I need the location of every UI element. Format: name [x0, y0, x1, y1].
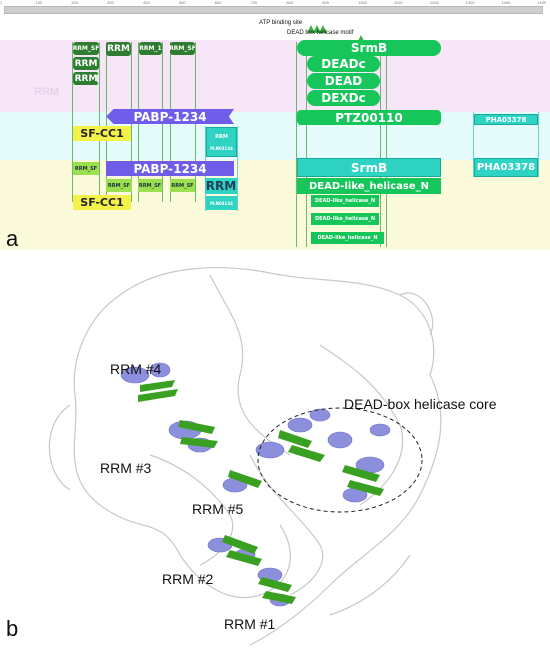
domain-rrm-small-sub: PLN03134	[210, 145, 233, 151]
domain-dead-like-helicase[interactable]: DEAD-like_helicase_N	[311, 232, 384, 244]
guide-line	[106, 42, 107, 202]
guide-line	[473, 112, 474, 177]
ruler-tick-label: 1200	[429, 0, 439, 5]
ruler-tick-label: 800	[286, 0, 294, 5]
domain-ptz00110[interactable]: PTZ00110	[297, 110, 441, 125]
dead-box-motif-label: DEAD box helicase motif	[287, 30, 354, 36]
guide-line	[386, 42, 387, 247]
domain-srmb[interactable]: SrmB	[297, 158, 441, 177]
ruler-tick-label: 300	[107, 0, 114, 5]
ruler-tick-label: 400	[143, 0, 150, 5]
guide-line	[72, 42, 73, 202]
label-rrm-3: RRM #3	[100, 460, 152, 476]
atp-binding-site-label: ATP binding site	[259, 20, 303, 26]
domain-pabp-1234[interactable]: PABP-1234	[106, 109, 234, 124]
ruler-tick-label: 1499	[537, 0, 546, 5]
faded-track-label: RRM	[34, 86, 60, 98]
domain-rrm[interactable]: RRM	[106, 42, 131, 56]
ruler-tick-label: 600	[214, 0, 222, 5]
label-rrm-1: RRM #1	[224, 616, 276, 632]
ruler-tick-label: 700	[250, 0, 258, 5]
domain-dead-like-helicase[interactable]: DEAD-like_helicase_N	[311, 195, 379, 207]
panel-label-a: a	[6, 226, 19, 251]
domain-pha03378[interactable]: PHA03378	[474, 114, 538, 125]
ruler-tick-label: 200	[71, 0, 79, 5]
domain-rrm-sf[interactable]: RRM_SF	[106, 179, 132, 192]
ruler-tick-label: 1	[0, 0, 3, 5]
dead-box-motif-marker	[357, 30, 365, 43]
domain-rrm-small-label: RRM	[215, 133, 228, 140]
domain-rrm[interactable]: RRM	[73, 72, 99, 85]
sequence-ruler	[4, 6, 543, 14]
domain-pha03378[interactable]: PHA03378	[474, 158, 538, 177]
domain-sf-cc1[interactable]: SF-CC1	[73, 126, 131, 141]
guide-line	[296, 42, 297, 247]
guide-line	[99, 42, 100, 202]
domain-pln03134[interactable]: PLN03134	[206, 196, 237, 210]
label-rrm-5: RRM #5	[192, 501, 244, 517]
structure-panel: RRM #4 RRM #3 RRM #5 RRM #2 RRM #1 DEAD-…	[0, 255, 550, 659]
guide-line	[306, 42, 307, 247]
domain-rrm[interactable]: RRM	[205, 178, 237, 194]
domain-rrm-sf[interactable]: RRM_SF	[73, 162, 99, 175]
atp-site-marker	[307, 20, 327, 33]
domain-rrm-sf[interactable]: RRM_SF	[170, 179, 195, 192]
label-dead-box-helicase-core: DEAD-box helicase core	[344, 396, 497, 412]
guide-line	[538, 112, 539, 177]
domain-dexdc[interactable]: DEXDc	[307, 90, 380, 106]
domain-dead-like-helicase[interactable]: DEAD-like_helicase_N	[297, 178, 441, 194]
domain-rrm[interactable]: RRM	[73, 57, 99, 70]
guide-line	[237, 126, 238, 211]
label-rrm-4: RRM #4	[110, 361, 162, 377]
domain-rrm-sf[interactable]: RRM_SF	[73, 42, 99, 55]
ruler-tick-label: 500	[178, 0, 186, 5]
protein-structure-illustration	[48, 267, 442, 646]
guide-line	[380, 42, 381, 247]
domain-rrm-sf[interactable]: RRM_SF	[170, 42, 195, 55]
domain-sf-cc1[interactable]: SF-CC1	[73, 195, 131, 210]
domain-pabp-1234[interactable]: PABP-1234	[106, 161, 234, 176]
domain-dead[interactable]: DEAD	[307, 73, 380, 89]
domain-srmb[interactable]: SrmB	[297, 40, 441, 56]
domain-rrm-small[interactable]: RRM PLN03134	[206, 127, 237, 157]
ruler-tick-label: 1000	[358, 0, 368, 5]
domain-dead-like-helicase[interactable]: DEAD-like_helicase_N	[311, 213, 379, 225]
panel-label-b: b	[6, 616, 19, 641]
ruler-tick-label: 900	[322, 0, 329, 5]
ruler-tick-label: 1100	[393, 0, 403, 5]
ruler-tick-label: 1300	[465, 0, 475, 5]
label-rrm-2: RRM #2	[162, 571, 214, 587]
domain-deadc[interactable]: DEADc	[307, 56, 380, 72]
domain-rrm-sf[interactable]: RRM_SF	[138, 179, 162, 192]
ruler-tick-label: 100	[35, 0, 43, 5]
helicase-core-outline	[257, 407, 423, 513]
domain-rrm-1[interactable]: RRM_1	[139, 42, 162, 55]
ruler-tick-label: 1400	[501, 0, 511, 5]
